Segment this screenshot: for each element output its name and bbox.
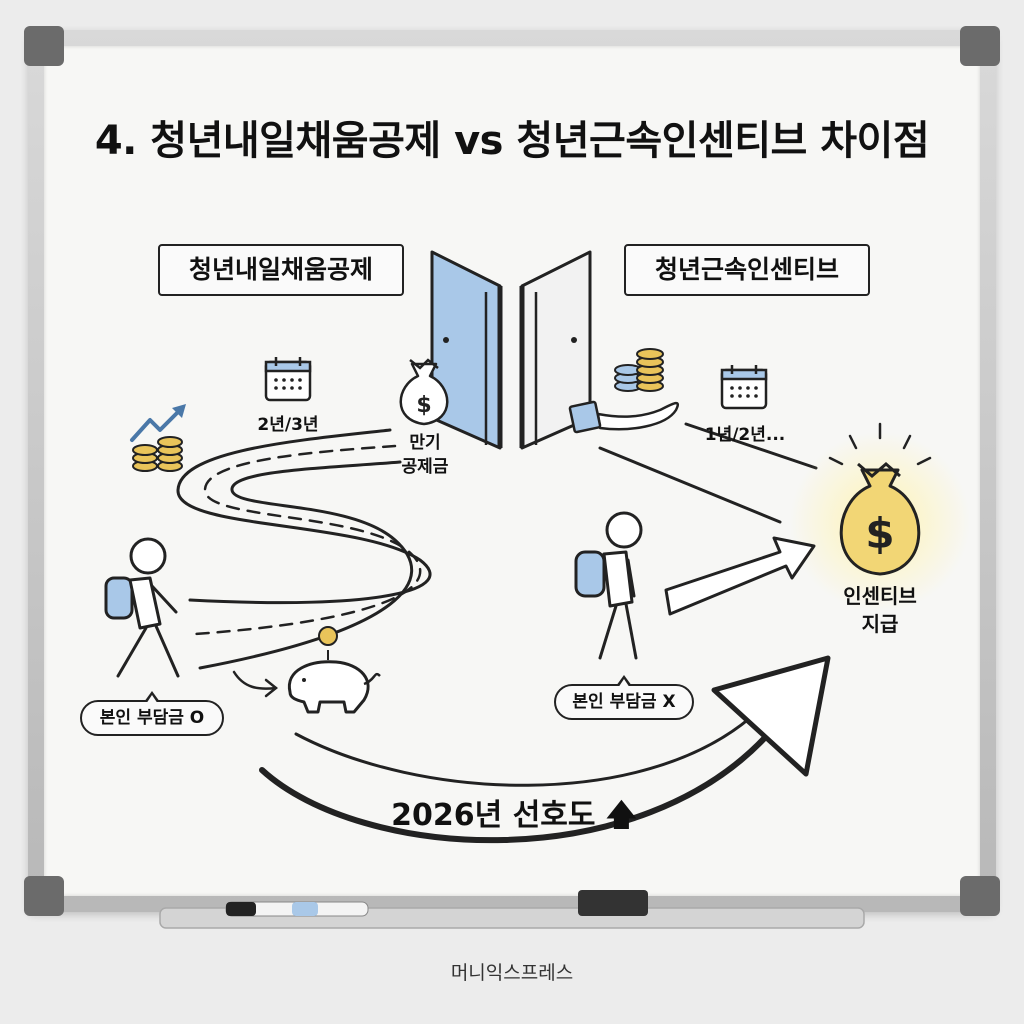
- right-period-text: 1년/2년...: [704, 425, 786, 445]
- door-left-icon: [430, 250, 503, 450]
- right-contribution-text: 본인 부담금 X: [572, 692, 676, 712]
- arrow-to-piggy: [232, 670, 279, 698]
- label-youth-incentive: 청년근속인센티브: [624, 244, 870, 296]
- label-youth-savings: 청년내일채움공제: [158, 244, 404, 296]
- maturity-label-line1: 만기: [409, 433, 441, 453]
- frame-corner-top-left: [24, 26, 64, 66]
- maturity-label-line2: 공제금: [401, 457, 449, 477]
- bubble-tail-fill: [146, 695, 158, 704]
- left-contribution-bubble: 본인 부담금 O: [80, 691, 224, 736]
- footer-brand: 머니익스프레스: [450, 962, 574, 984]
- path-lines: [598, 422, 818, 524]
- incentive-label-line1: 인센티브: [843, 584, 917, 608]
- right-contribution-bubble: 본인 부담금 X: [554, 675, 694, 720]
- svg-text:$: $: [865, 509, 894, 558]
- frame-corner-bottom-right: [960, 876, 1000, 916]
- walking-person-right-icon: [574, 511, 643, 660]
- left-period-text: 2년/3년: [257, 415, 319, 435]
- giving-hand-icon: [568, 400, 679, 434]
- arrow-to-incentive: [664, 536, 816, 616]
- calendar-right-icon: [720, 365, 768, 410]
- door-right-icon: [519, 250, 592, 450]
- preference-curved-arrow: [259, 655, 831, 844]
- bubble-tail-fill: [618, 679, 630, 688]
- frame-corner-bottom-left: [24, 876, 64, 916]
- eraser-icon: [578, 890, 648, 916]
- coin-stack-left-icon: [132, 436, 183, 472]
- marker-tray: [159, 890, 865, 929]
- walking-person-left-icon: [104, 537, 180, 678]
- growth-arrow-icon: [130, 404, 186, 442]
- money-bag-small-icon: $: [399, 358, 449, 426]
- calendar-left-icon: [264, 357, 312, 402]
- money-bag-large-icon: $: [790, 422, 970, 612]
- coin-stack-right-icon: [614, 348, 664, 392]
- winding-road: [176, 428, 432, 670]
- preference-text: 2026년 선호도: [391, 798, 596, 833]
- piggy-bank-icon: [287, 626, 381, 714]
- left-contribution-text: 본인 부담금 O: [99, 708, 205, 728]
- up-arrow-icon: 🡅: [605, 798, 637, 833]
- svg-text:$: $: [416, 393, 431, 418]
- incentive-label-line2: 지급: [861, 612, 899, 636]
- preference-label: 2026년 선호도 🡅: [384, 790, 644, 844]
- page-title: 4. 청년내일채움공제 vs 청년근속인센티브 차이점: [94, 118, 930, 164]
- frame-corner-top-right: [960, 26, 1000, 66]
